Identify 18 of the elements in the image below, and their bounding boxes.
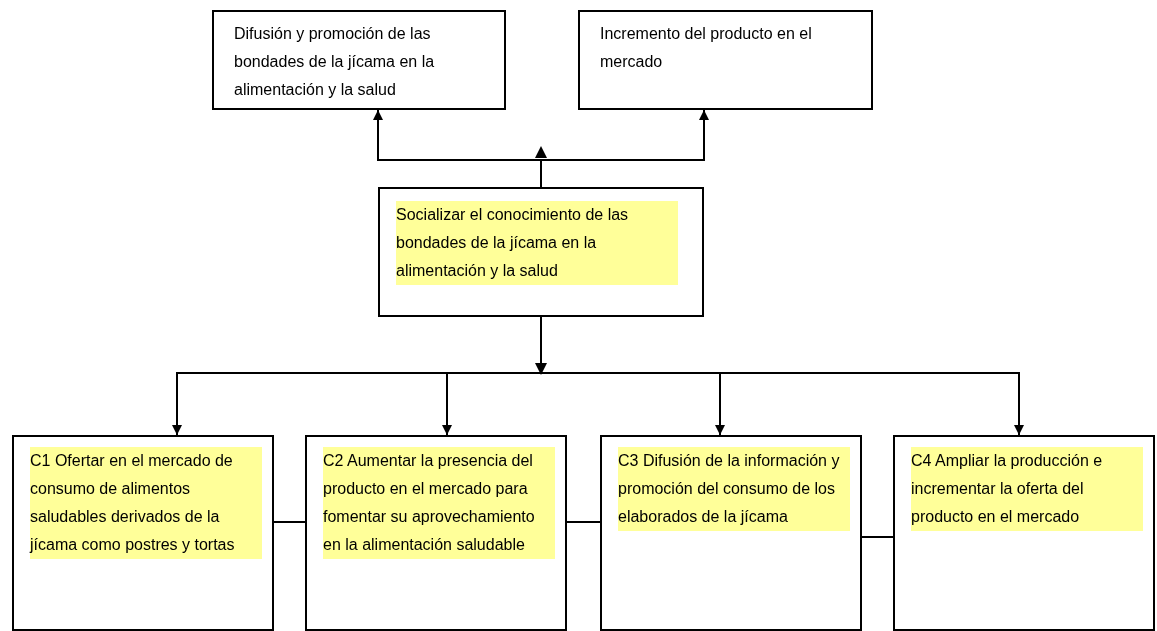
- connector-line: [861, 536, 894, 538]
- process-box: [600, 435, 862, 631]
- process-box: [578, 10, 873, 110]
- connector-line: [566, 521, 601, 523]
- process-box: [305, 435, 567, 631]
- connector-line: [273, 521, 306, 523]
- process-box: [378, 187, 704, 317]
- highlighted-text: C1 Ofertar en el mercado de consumo de alimentos saludables derivados de la jícama como postres y tortas: [30, 447, 262, 559]
- highlighted-text: C3 Difusión de la información y promoción del consumo de los elaborados de la jícama: [618, 447, 850, 531]
- process-box: [12, 435, 274, 631]
- process-box: [893, 435, 1155, 631]
- box-text: Incremento del producto en el mercado: [600, 24, 813, 72]
- arrow: [540, 109, 709, 188]
- highlighted-text: C4 Ampliar la producción e incrementar la oferta del producto en el mercado: [911, 447, 1143, 531]
- process-box: [212, 10, 506, 110]
- box-text: Difusión y promoción de las bondades de la jícama en la alimentación y la salud: [234, 24, 436, 100]
- highlighted-text: Socializar el conocimiento de las bondades de la jícama en la alimentación y la salud: [396, 201, 678, 285]
- highlighted-text: C2 Aumentar la presencia del producto en el mercado para fomentar su aprovechamiento en la alimentación saludable: [323, 447, 555, 559]
